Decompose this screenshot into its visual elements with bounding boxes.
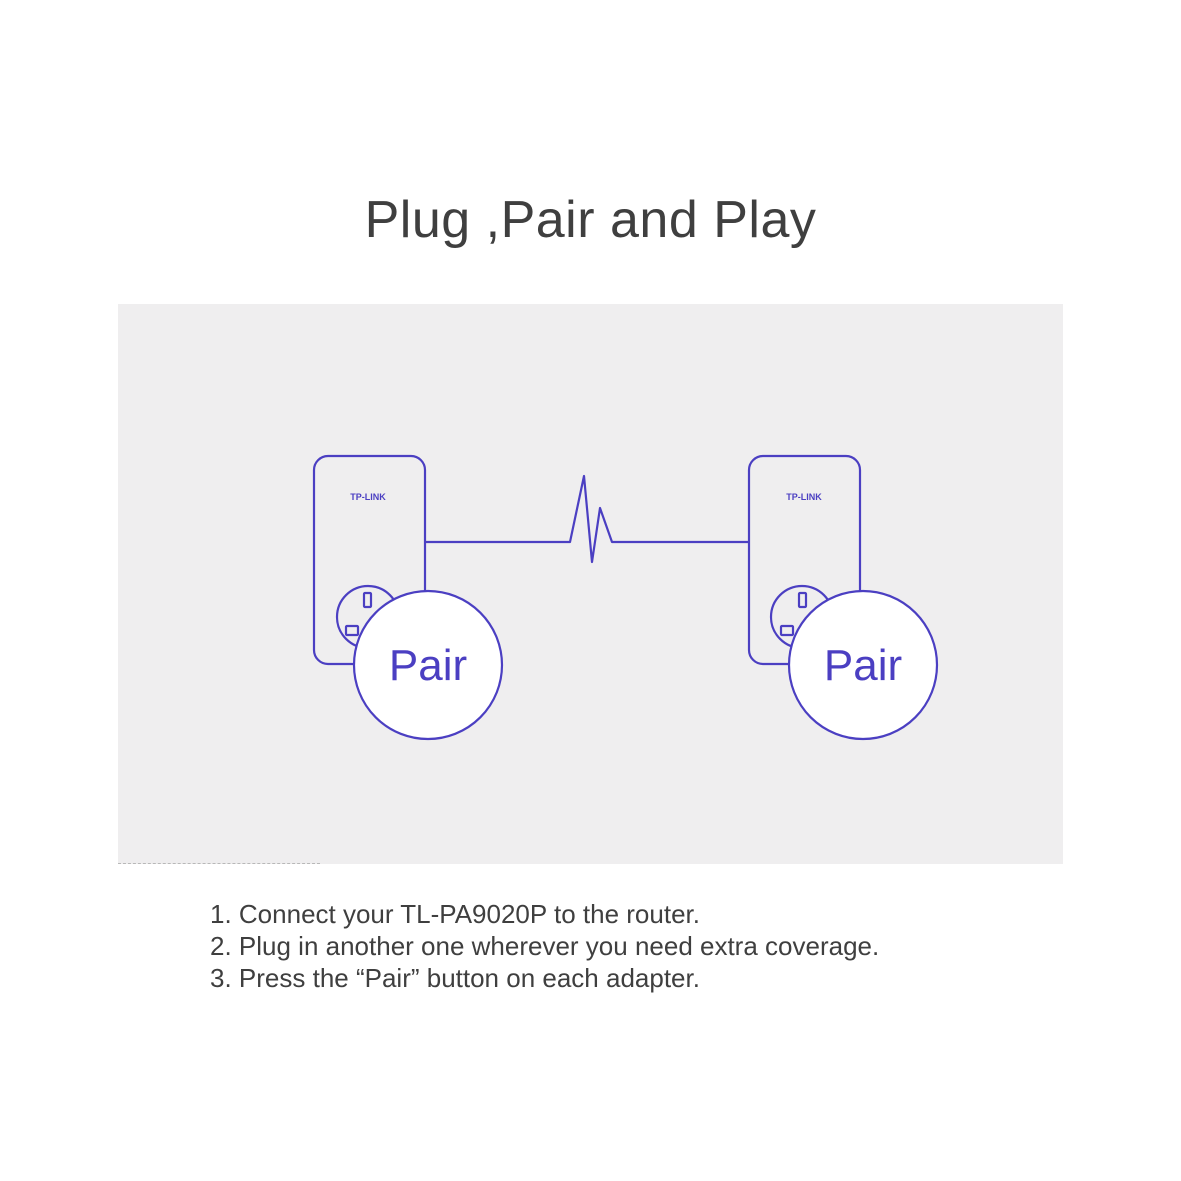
adapter-right-pair-label: Pair — [824, 641, 902, 690]
instruction-steps: 1. Connect your TL-PA9020P to the router… — [210, 898, 879, 994]
divider-line — [118, 863, 320, 864]
step-2: 2. Plug in another one wherever you need… — [210, 931, 880, 961]
step-3: 3. Press the “Pair” button on each adapt… — [210, 963, 700, 993]
adapter-left-pair-button — [352, 589, 504, 741]
adapter-left-pair-label: Pair — [389, 641, 467, 690]
adapter-right-brand: TP-LINK — [786, 492, 822, 502]
adapter-left-brand: TP-LINK — [350, 492, 386, 502]
step-1: 1. Connect your TL-PA9020P to the router… — [210, 899, 700, 929]
powerline-diagram: TP-LINK TP-LINK Pair Pair — [312, 454, 939, 741]
page-title: Plug ,Pair and Play — [364, 191, 817, 249]
diagram-panel: TP-LINK TP-LINK Pair Pair — [118, 304, 1063, 864]
connection-signal-line — [424, 474, 750, 564]
adapter-right-pair-button — [787, 589, 939, 741]
